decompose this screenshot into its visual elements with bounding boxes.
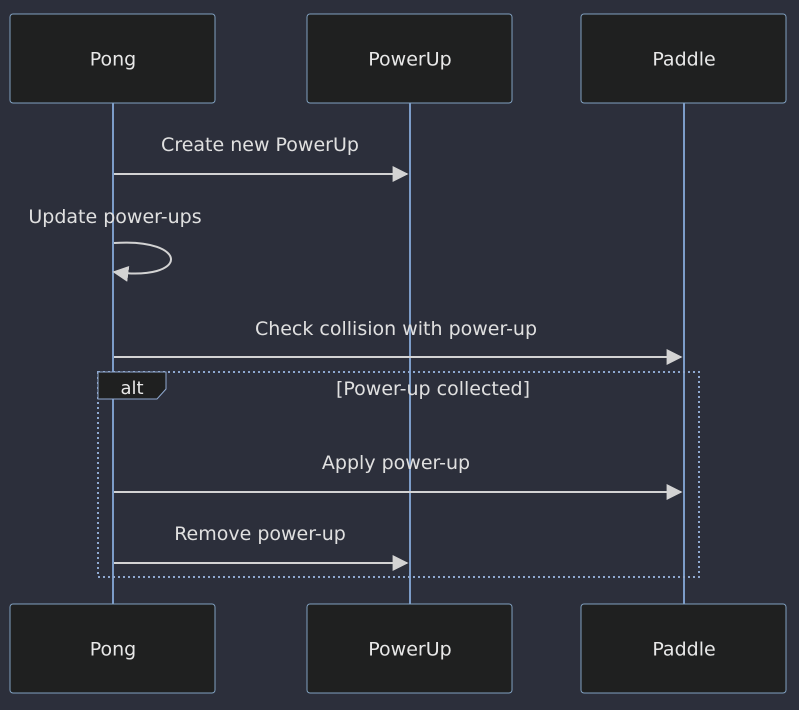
actor-powerup-top[interactable]: PowerUp (306, 13, 513, 104)
alt-frame (97, 371, 700, 578)
actor-pong-bottom-label: Pong (90, 639, 137, 661)
alt-tag-box (97, 371, 167, 400)
actor-paddle-bottom[interactable]: Paddle (580, 603, 787, 694)
actor-paddle-top-label: Paddle (652, 49, 715, 71)
actor-pong-top[interactable]: Pong (9, 13, 216, 104)
alt-tag-label: alt (120, 378, 143, 399)
message-label-apply-powerup: Apply power-up (322, 452, 470, 474)
message-arrow-update-powerups (112, 241, 172, 282)
alt-condition: [Power-up collected] (336, 378, 530, 400)
actor-powerup-top-label: PowerUp (368, 49, 451, 71)
actor-pong-top-label: Pong (90, 49, 137, 71)
message-label-remove-powerup: Remove power-up (174, 523, 346, 545)
actor-powerup-bottom[interactable]: PowerUp (306, 603, 513, 694)
actor-paddle-top[interactable]: Paddle (580, 13, 787, 104)
actor-paddle-bottom-label: Paddle (652, 639, 715, 661)
message-label-update-powerups: Update power-ups (28, 206, 201, 228)
actor-powerup-bottom-label: PowerUp (368, 639, 451, 661)
actor-pong-bottom[interactable]: Pong (9, 603, 216, 694)
message-label-create-powerup: Create new PowerUp (161, 134, 359, 156)
message-label-check-collision: Check collision with power-up (255, 318, 537, 340)
